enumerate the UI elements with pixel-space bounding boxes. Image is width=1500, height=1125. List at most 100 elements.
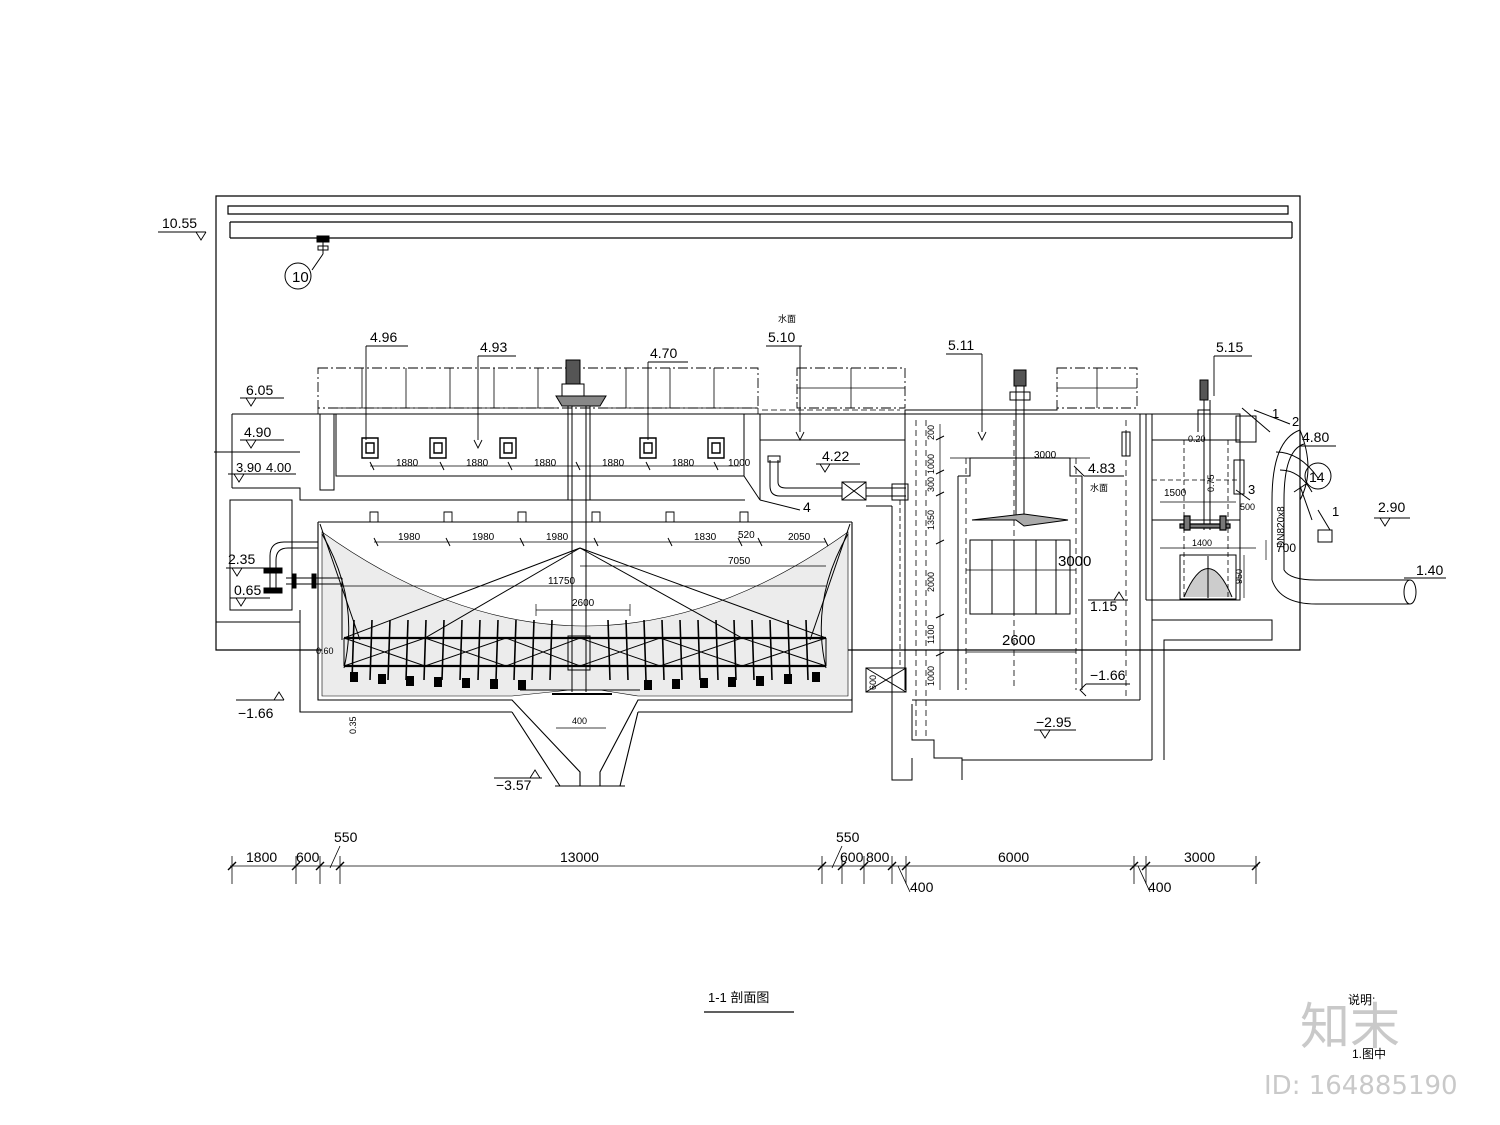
elev-1.40: 1.40	[1416, 562, 1443, 578]
elevation-texts: 10.55 6.05 4.90 3.90 4.00 2.35 0.65 −1.6…	[162, 215, 1443, 793]
dim-right-0.75: 0.75	[1206, 474, 1216, 492]
outlet-pipe-mid	[768, 456, 908, 500]
dim-b-550b: 550	[836, 829, 860, 845]
watermark-id: ID: 164885190	[1264, 1071, 1458, 1101]
notes-head: 说明:	[1348, 992, 1375, 1007]
dim-floor-6: 2050	[788, 532, 811, 543]
dim-floor-5: 520	[738, 530, 755, 541]
flocculator	[958, 370, 1082, 690]
dim-mid-v6: 1100	[926, 625, 936, 644]
dim-2600: 2600	[572, 598, 595, 609]
dim-0.60: 0.60	[316, 646, 334, 656]
dim-mid-v1: 200	[926, 425, 936, 440]
dim-mid-v7: 1000	[926, 666, 936, 686]
watermark: 知末 ID: 164885190	[1264, 998, 1458, 1101]
dim-600: 600	[868, 675, 878, 690]
mid-left-wall-dashes	[900, 500, 912, 740]
bottom-dim-chain	[230, 846, 1258, 892]
dim-b-600a: 600	[296, 849, 320, 865]
elev-4.90: 4.90	[244, 424, 271, 440]
dim-b-400b: 400	[1148, 879, 1172, 895]
elev-0.65: 0.65	[234, 582, 261, 598]
elevation-marks	[158, 232, 1446, 778]
elev-neg-3.57: −3.57	[496, 777, 532, 793]
dim-0.35: 0.35	[348, 716, 358, 734]
center-drive	[520, 360, 640, 694]
elev-4.80: 4.80	[1302, 429, 1329, 445]
dim-right-dn: DN820x8	[1276, 506, 1287, 548]
dim-trough-4: 1880	[602, 458, 625, 469]
dim-b-6000: 6000	[998, 849, 1029, 865]
callout-10: 10	[292, 269, 309, 286]
elev-2.90: 2.90	[1378, 499, 1405, 515]
dim-floor-1: 1980	[398, 532, 421, 543]
elev-2.35: 2.35	[228, 551, 255, 567]
inner-dim-lines	[340, 424, 1266, 728]
middle-tank	[760, 408, 1152, 780]
inner-dim-texts: 1880 1880 1880 1880 1880 1000 1980 1980 …	[316, 425, 1296, 734]
inlet-pipe-left	[264, 542, 342, 640]
elev-4.22: 4.22	[822, 448, 849, 464]
level-note-1: 水面	[778, 313, 796, 324]
callout-2: 2	[1292, 414, 1299, 429]
elev-5.11: 5.11	[948, 337, 974, 353]
right-tank	[1122, 380, 1272, 760]
dim-11750: 11750	[548, 576, 576, 587]
elev-4.00: 4.00	[266, 460, 291, 475]
dim-mid-2600: 2600	[1002, 632, 1035, 649]
callout-1b: 1	[1332, 504, 1339, 519]
elev-4.70: 4.70	[650, 345, 677, 361]
dim-mid-v4: 1350	[926, 510, 936, 530]
notes-body: 1.图中	[1352, 1046, 1386, 1061]
elev-4.96: 4.96	[370, 329, 397, 345]
dim-mid-3000: 3000	[1034, 450, 1057, 461]
dim-floor-2: 1980	[472, 532, 495, 543]
drawing-title: 1-1 剖面图	[708, 990, 769, 1005]
collection-trough	[320, 414, 760, 500]
inner-dim-ticks	[370, 436, 944, 656]
dim-trough-1: 1880	[396, 458, 419, 469]
dim-right-0.20: 0.20	[1188, 434, 1206, 444]
dim-right-1500: 1500	[1164, 488, 1187, 499]
elev-4.83: 4.83	[1088, 460, 1115, 476]
callout-1a: 1	[1272, 406, 1279, 421]
crane-hook-icon	[317, 236, 329, 254]
elev-neg-1.66b: −1.66	[1090, 667, 1126, 683]
outlet-pipe-right	[1272, 430, 1417, 605]
bottom-scrapers	[350, 672, 820, 690]
dim-floor-4: 1830	[694, 532, 717, 543]
dim-b-600b: 600	[840, 849, 864, 865]
dim-b-550a: 550	[334, 829, 358, 845]
dim-mid-v5: 2000	[926, 572, 936, 592]
elev-5.15: 5.15	[1216, 339, 1243, 355]
elev-1.15: 1.15	[1090, 598, 1117, 614]
floor-fill	[322, 532, 848, 696]
dim-trough-3: 1880	[534, 458, 557, 469]
watermark-brand: 知末	[1300, 998, 1400, 1056]
left-wall	[214, 414, 905, 712]
dim-mid-v3: 300	[926, 477, 936, 492]
elev-10.55: 10.55	[162, 215, 197, 231]
dim-400: 400	[572, 716, 587, 726]
rail-lines	[330, 408, 900, 410]
scraper-blades	[352, 620, 808, 680]
dim-right-1400: 1400	[1192, 538, 1212, 548]
elev-neg-2.95: −2.95	[1036, 714, 1072, 730]
dim-mid-v2: 1000	[926, 454, 936, 474]
dim-mid-3000b: 3000	[1058, 553, 1091, 570]
level-note-2: 水面	[1090, 482, 1108, 493]
dim-trough-6: 1000	[728, 458, 751, 469]
callout-3: 3	[1248, 482, 1255, 497]
dim-b-400a: 400	[910, 879, 934, 895]
dim-7050: 7050	[728, 556, 751, 567]
bottom-dim-ticks	[228, 862, 1260, 870]
orifice-boxes	[362, 438, 724, 458]
dim-b-3000: 3000	[1184, 849, 1215, 865]
baffle-tabs	[370, 512, 748, 522]
dim-floor-3: 1980	[546, 532, 569, 543]
dim-b-13000: 13000	[560, 849, 599, 865]
dim-right-700: 700	[1276, 541, 1296, 555]
callout-14: 14	[1309, 469, 1325, 485]
dim-trough-5: 1880	[672, 458, 695, 469]
